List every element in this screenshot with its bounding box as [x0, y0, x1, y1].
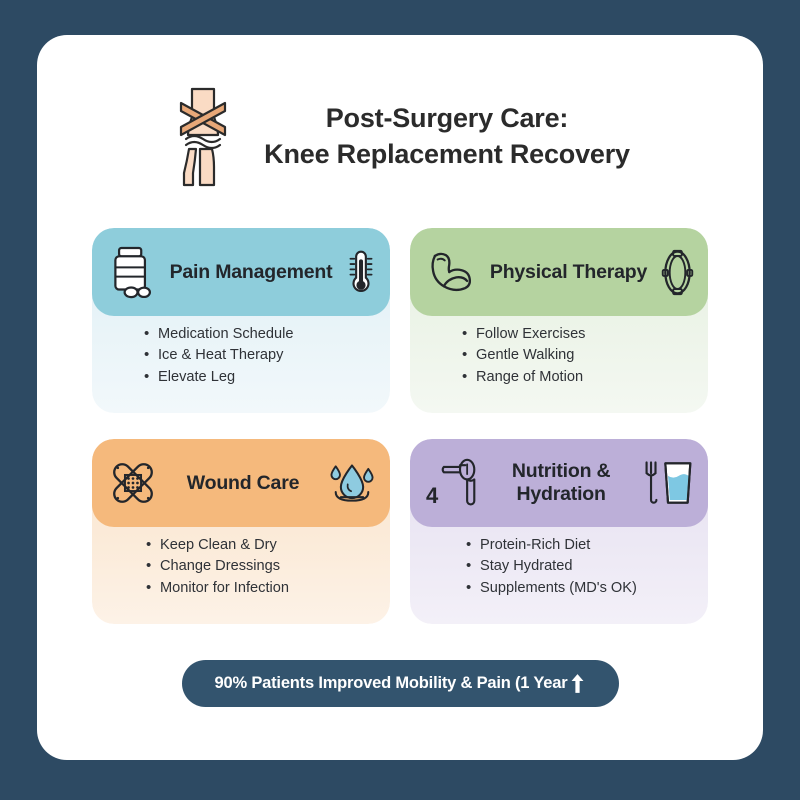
card-header: 4 Nutrition & Hydration [410, 439, 708, 527]
list-item: Follow Exercises [462, 323, 690, 346]
fork-and-water-glass-icon [642, 458, 694, 508]
outcome-statistic-text: 90% Patients Improved Mobility & Pain (1… [214, 674, 568, 692]
list-item: Ice & Heat Therapy [144, 344, 372, 367]
resistance-band-loop-icon [661, 247, 694, 298]
list-item: Medication Schedule [144, 323, 372, 346]
card-item-list: Medication Schedule Ice & Heat Therapy E… [92, 323, 390, 389]
card-wound-care[interactable]: Wound Care Keep Clean & Dry Change Dress… [92, 439, 390, 624]
header: Post-Surgery Care: Knee Replacement Reco… [37, 87, 763, 187]
pill-bottle-icon [108, 245, 156, 299]
card-pain-management[interactable]: Pain Management [92, 228, 390, 413]
list-item: Elevate Leg [144, 366, 372, 389]
card-physical-therapy[interactable]: Physical Therapy Follow Exercises Gentle… [410, 228, 708, 413]
care-cards-grid: Pain Management [92, 228, 708, 624]
up-arrow-icon [569, 672, 586, 695]
list-item: Supplements (MD's OK) [466, 577, 690, 600]
list-item: Monitor for Infection [146, 577, 372, 600]
infographic-panel: Post-Surgery Care: Knee Replacement Reco… [37, 35, 763, 760]
card-header: Pain Management [92, 228, 390, 316]
thermometer-icon [346, 247, 376, 297]
card-title: Wound Care [186, 471, 300, 494]
fork-and-spoon-icon [440, 458, 480, 508]
card-number: 4 [426, 483, 439, 508]
card-item-list: Keep Clean & Dry Change Dressings Monito… [92, 534, 390, 600]
card-item-list: Protein-Rich Diet Stay Hydrated Suppleme… [410, 534, 708, 600]
title-line-2: Knee Replacement Recovery [264, 139, 630, 169]
card-header: Physical Therapy [410, 228, 708, 316]
card-item-list: Follow Exercises Gentle Walking Range of… [410, 323, 708, 389]
list-item: Keep Clean & Dry [146, 534, 372, 557]
card-title: Nutrition & Hydration [511, 460, 611, 505]
title-line-1: Post-Surgery Care: [325, 103, 569, 134]
flexed-bicep-icon [426, 247, 476, 297]
bandaged-knee-joint-icon [170, 87, 236, 187]
card-nutrition-hydration[interactable]: 4 Nutrition & Hydration [410, 439, 708, 624]
page-title: Post-Surgery Care: Knee Replacement Reco… [264, 101, 630, 173]
list-item: Change Dressings [146, 555, 372, 578]
list-item: Range of Motion [462, 366, 690, 389]
water-droplet-icon [328, 461, 376, 506]
card-header: Wound Care [92, 439, 390, 527]
list-item: Protein-Rich Diet [466, 534, 690, 557]
card-title: Physical Therapy [489, 260, 648, 283]
card-title: Pain Management [169, 260, 333, 283]
outcome-statistic-banner: 90% Patients Improved Mobility & Pain (1… [182, 660, 619, 707]
list-item: Stay Hydrated [466, 555, 690, 578]
crossed-bandages-icon [108, 458, 158, 508]
list-item: Gentle Walking [462, 344, 690, 367]
